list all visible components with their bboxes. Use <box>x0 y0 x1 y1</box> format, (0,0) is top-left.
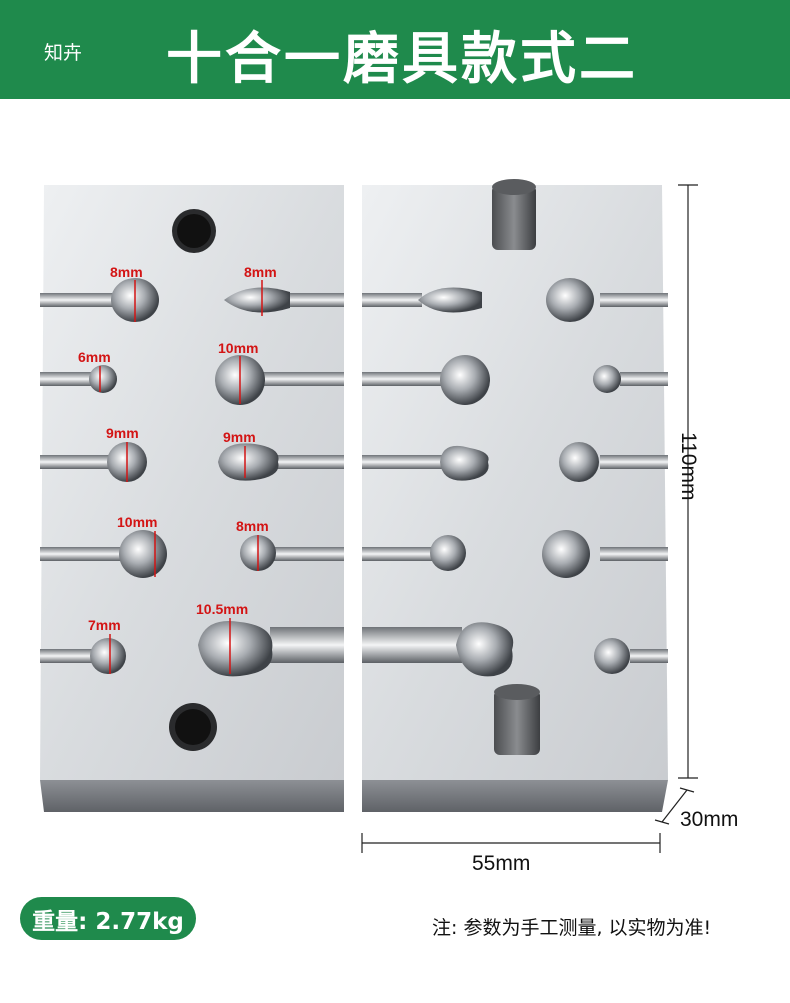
right-plate-cavities <box>362 278 668 677</box>
width-dimension-label: 55mm <box>472 852 531 875</box>
height-dimension-label: 110mm <box>677 432 700 501</box>
size-label: 7mm <box>88 617 121 633</box>
weight-badge: 重量: 2.77kg <box>20 897 196 940</box>
size-label: 8mm <box>236 518 269 534</box>
size-labels: 8mm 8mm 6mm 10mm 9mm 9mm 10mm 8mm 7mm 10… <box>78 264 277 633</box>
brand-name: 知卉 <box>44 42 83 64</box>
size-label: 10.5mm <box>196 601 248 617</box>
size-label: 9mm <box>223 429 256 445</box>
size-label: 10mm <box>117 514 157 530</box>
size-label: 10mm <box>218 340 258 356</box>
left-mold-plate <box>40 185 344 812</box>
left-plate-cavities <box>40 278 344 677</box>
depth-dimension-label: 30mm <box>680 808 739 831</box>
dimension-lines <box>361 184 698 853</box>
right-mold-plate <box>362 179 668 812</box>
header-banner: 知卉 十合一磨具款式二 <box>0 0 790 99</box>
size-label: 6mm <box>78 349 111 365</box>
page-title: 十合一磨具款式二 <box>166 27 638 92</box>
product-photo: 8mm 8mm 6mm 10mm 9mm 9mm 10mm 8mm 7mm 10… <box>40 179 698 853</box>
size-markers <box>99 280 263 674</box>
size-label: 8mm <box>244 264 277 280</box>
measurement-note: 注: 参数为手工测量, 以实物为准! <box>432 917 712 939</box>
size-label: 9mm <box>106 425 139 441</box>
size-label: 8mm <box>110 264 143 280</box>
